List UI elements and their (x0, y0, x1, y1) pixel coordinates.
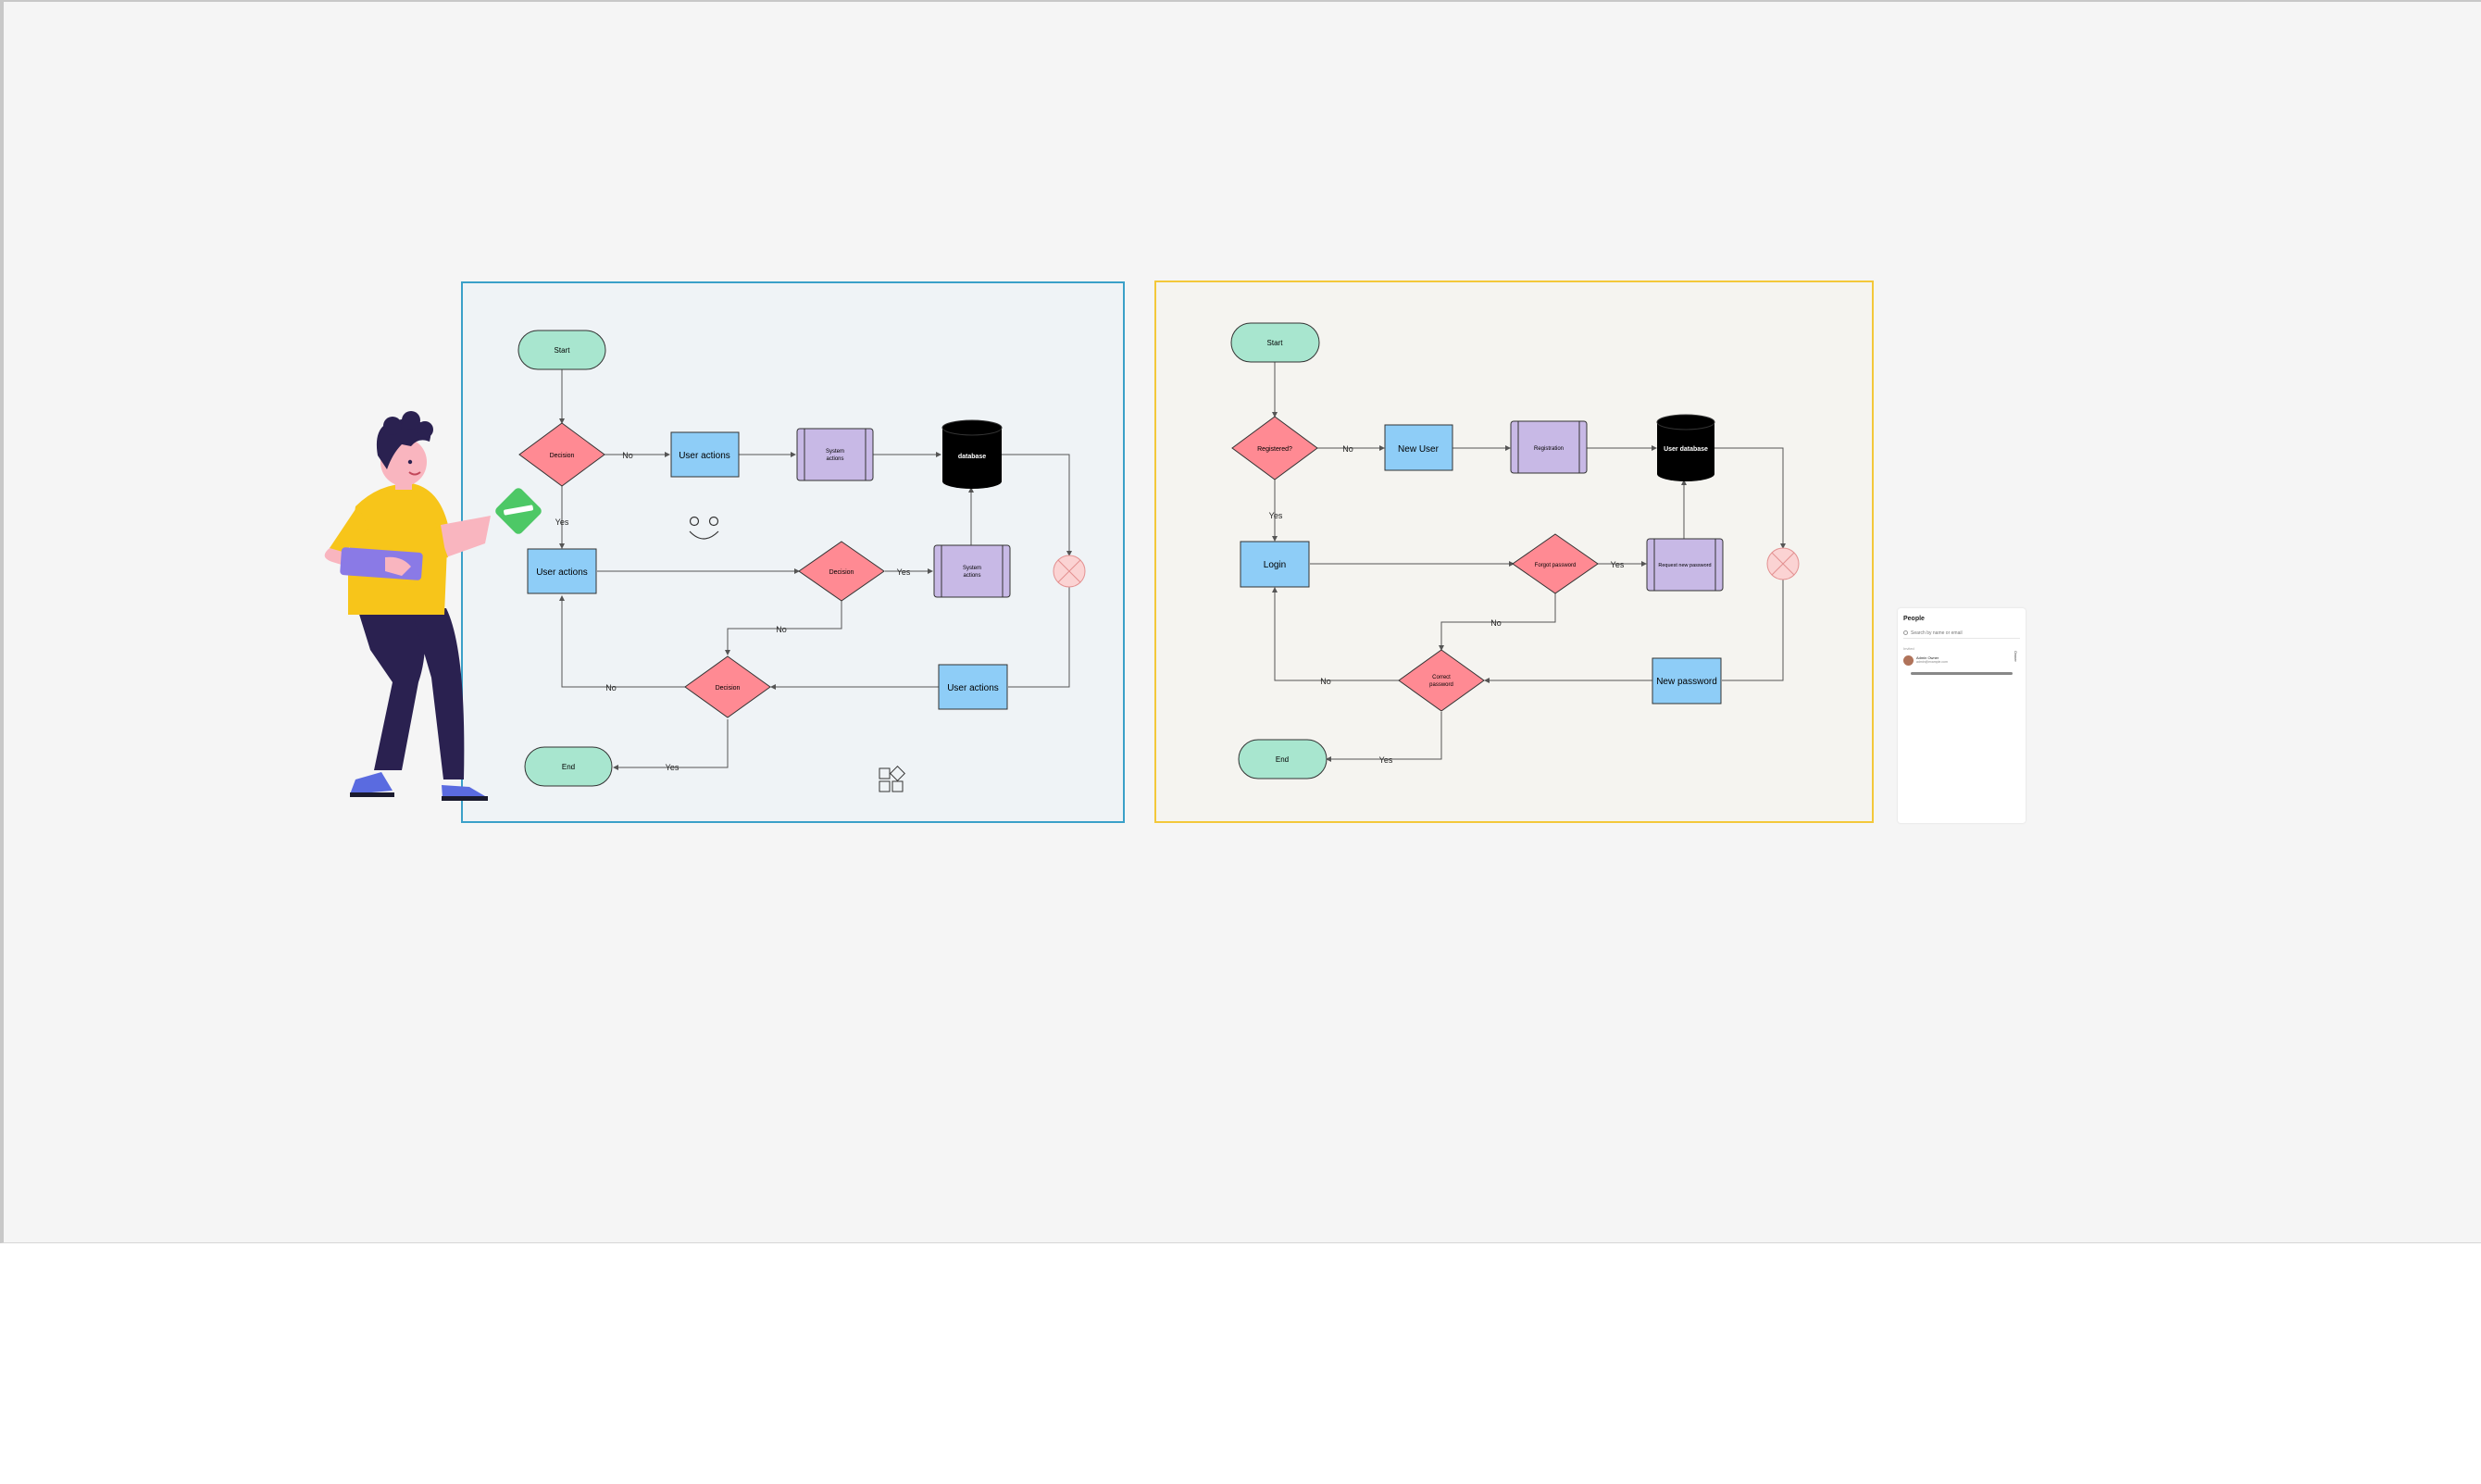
flow-a-user-actions-top[interactable] (670, 431, 740, 478)
edge-labels-a: No Yes Yes No No Yes (555, 451, 911, 772)
flow-b-forgot-password[interactable] (1512, 533, 1599, 594)
flow-b-new-password-label: New password (1656, 677, 1717, 687)
flow-a-user-actions-mid-label: User actions (536, 567, 588, 578)
flow-b-request-new-password-label: Request new password (1658, 563, 1711, 568)
flow-b-end-label: End (1276, 755, 1289, 764)
shapes-icon[interactable] (879, 766, 905, 792)
avatar (1903, 655, 1914, 666)
edge-label-yes: Yes (1379, 755, 1393, 765)
flow-a-system-actions-top-label-1: System (826, 449, 844, 455)
people-user-email: admin@example.com (1916, 660, 1948, 664)
flow-a-end-label: End (562, 763, 575, 771)
flow-b-new-user[interactable] (1384, 424, 1453, 471)
flow-b-request-new-password[interactable] (1646, 538, 1724, 592)
flow-a-user-actions-top-label: User actions (679, 451, 730, 461)
people-role-dropdown[interactable]: Owner (2013, 651, 2018, 662)
edge-label-no: No (1490, 618, 1502, 628)
people-panel[interactable]: People Search by name or email Invited A… (1898, 608, 2026, 823)
flow-b-start[interactable] (1230, 322, 1320, 363)
connectors-b (1272, 362, 1786, 762)
edge-labels-b: No Yes Yes No No Yes (1269, 444, 1625, 765)
flow-a-decision-top-label: Decision (550, 453, 575, 459)
flow-b-forgot-password-label: Forgot password (1535, 563, 1577, 568)
edge-label-no: No (776, 625, 787, 634)
flow-b-registration[interactable] (1510, 420, 1588, 474)
flow-b-new-password[interactable] (1652, 657, 1722, 705)
flow-a-stop-symbol[interactable] (1053, 555, 1086, 588)
whiteboard-canvas[interactable]: Start Decision User actions System actio… (0, 0, 2481, 1243)
people-list-item[interactable]: Admin Owner admin@example.com Owner (1903, 651, 2020, 666)
flow-a-user-actions-bottom[interactable] (938, 664, 1008, 710)
people-section-label: Invited (1903, 646, 1914, 651)
flow-b-new-user-label: New User (1398, 444, 1440, 455)
edge-label-no: No (622, 451, 633, 460)
people-search-placeholder: Search by name or email (1911, 630, 1963, 636)
flow-a-decision-mid-label: Decision (829, 569, 854, 576)
flow-b-user-database[interactable] (1656, 414, 1715, 481)
flow-a-system-actions-mid-label-1: System (963, 566, 981, 571)
flow-a-decision-bottom[interactable] (684, 655, 771, 718)
flow-a-user-actions-mid[interactable] (527, 548, 597, 594)
flow-b-user-database-label: User database (1664, 446, 1708, 453)
flow-a-start-label: Start (555, 346, 571, 355)
flow-b-registered-label: Registered? (1257, 446, 1292, 453)
flow-a-decision-mid[interactable] (798, 541, 885, 602)
edge-label-yes: Yes (1611, 560, 1625, 569)
flow-a-start[interactable] (517, 330, 606, 370)
smiley-doodle[interactable] (689, 516, 719, 540)
person-illustration[interactable] (324, 411, 543, 801)
edge-label-yes: Yes (1269, 511, 1283, 520)
flow-b-registration-label: Registration (1534, 446, 1564, 452)
flow-a-system-actions-top-label-2: actions (826, 456, 843, 462)
flow-b-login[interactable] (1240, 541, 1310, 588)
flow-a-system-actions-mid-label-2: actions (963, 573, 980, 579)
flow-b-registered[interactable] (1231, 416, 1318, 480)
edge-label-no: No (605, 683, 617, 692)
flow-b-stop-symbol[interactable] (1766, 547, 1800, 580)
search-icon (1903, 630, 1908, 635)
edge-label-yes: Yes (555, 518, 569, 527)
people-search-input[interactable]: Search by name or email (1903, 628, 2020, 639)
edge-label-no: No (1320, 677, 1331, 686)
people-user-name: Admin Owner (1916, 655, 1939, 660)
flow-a-decision-bottom-label: Decision (716, 685, 741, 692)
flow-b-correct-password[interactable] (1398, 649, 1485, 712)
connectors-a (559, 369, 1072, 770)
flowchart-diagram[interactable]: Start Decision User actions System actio… (4, 2, 2481, 1245)
edge-label-yes: Yes (666, 763, 679, 772)
flow-b-end[interactable] (1238, 739, 1328, 779)
flow-a-decision-top[interactable] (518, 422, 605, 487)
edge-label-yes: Yes (897, 567, 911, 577)
flow-b-login-label: Login (1264, 560, 1286, 570)
flow-a-end[interactable] (524, 746, 613, 787)
edge-label-no: No (1342, 444, 1353, 454)
flow-a-user-actions-bottom-label: User actions (947, 683, 999, 693)
flow-a-system-actions-mid[interactable] (933, 544, 1011, 598)
flow-b-correct-password-label-2: password (1429, 682, 1453, 688)
people-scrollbar[interactable] (1911, 672, 2013, 675)
flow-b-correct-password-label-1: Correct (1432, 675, 1451, 680)
people-panel-title: People (1903, 616, 1925, 622)
flow-b-start-label: Start (1267, 339, 1284, 347)
flow-a-system-actions-top[interactable] (796, 428, 874, 481)
flow-a-database[interactable] (941, 419, 1003, 489)
flow-a-database-label: database (958, 454, 986, 460)
